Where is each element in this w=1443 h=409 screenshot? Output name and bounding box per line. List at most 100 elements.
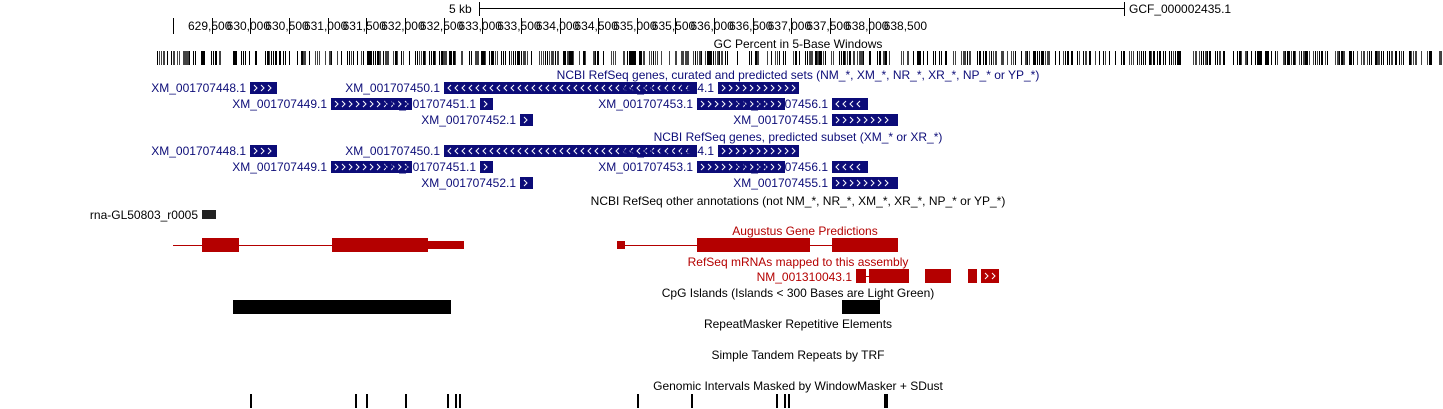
scale-label: 5 kb bbox=[449, 2, 472, 16]
gene-label[interactable]: XM_001707454.1 bbox=[619, 144, 714, 158]
gene-feature[interactable] bbox=[444, 82, 697, 94]
augustus-exon[interactable] bbox=[332, 238, 428, 252]
mrna-exon[interactable] bbox=[856, 269, 866, 283]
masked-interval[interactable] bbox=[405, 394, 407, 408]
ruler-tick bbox=[482, 18, 484, 34]
augustus-exon[interactable] bbox=[697, 238, 810, 252]
refseq-other-title: NCBI RefSeq other annotations (not NM_*,… bbox=[590, 194, 1006, 208]
gene-label[interactable]: XM_001707456.1 bbox=[733, 97, 828, 111]
gene-label[interactable]: XM_001707451.1 bbox=[381, 160, 476, 174]
ruler-tick-label: 638,000 bbox=[845, 19, 889, 33]
gene-label[interactable]: XM_001707450.1 bbox=[345, 144, 440, 158]
strand-chevrons-icon bbox=[721, 147, 796, 155]
masked-interval[interactable] bbox=[366, 394, 368, 408]
strand-chevrons-icon bbox=[334, 163, 409, 171]
gene-label[interactable]: XM_001707455.1 bbox=[733, 113, 828, 127]
gene-label[interactable]: XM_001707449.1 bbox=[232, 160, 327, 174]
gene-label[interactable]: XM_001707456.1 bbox=[733, 160, 828, 174]
rna-feature-label[interactable]: rna-GL50803_r0005 bbox=[89, 208, 198, 222]
strand-chevrons-icon bbox=[483, 100, 488, 108]
gene-feature[interactable] bbox=[697, 161, 785, 173]
gene-feature[interactable] bbox=[250, 82, 277, 94]
rna-feature[interactable] bbox=[202, 210, 216, 219]
mrna-exon[interactable] bbox=[925, 269, 951, 283]
masked-interval[interactable] bbox=[884, 394, 886, 408]
gc-percent-density bbox=[157, 51, 1442, 65]
cpg-island[interactable] bbox=[233, 300, 451, 314]
windowmasker-title: Genomic Intervals Masked by WindowMasker… bbox=[653, 379, 943, 393]
ruler-tick bbox=[520, 18, 522, 34]
gene-feature[interactable] bbox=[832, 177, 898, 189]
strand-chevrons-icon bbox=[523, 179, 528, 187]
strand-chevrons-icon bbox=[483, 163, 488, 171]
masked-interval[interactable] bbox=[250, 394, 252, 408]
gene-label[interactable]: XM_001707451.1 bbox=[381, 97, 476, 111]
gene-feature[interactable] bbox=[444, 145, 697, 157]
ruler-tick-label: 636,500 bbox=[729, 19, 773, 33]
augustus-exon[interactable] bbox=[428, 241, 464, 249]
masked-interval[interactable] bbox=[455, 394, 457, 408]
masked-interval[interactable] bbox=[637, 394, 639, 408]
gene-label[interactable]: XM_001707454.1 bbox=[619, 81, 714, 95]
cpg-title: CpG Islands (Islands < 300 Bases are Lig… bbox=[661, 286, 935, 300]
strand-chevrons-icon bbox=[835, 163, 861, 171]
ruler-tick bbox=[598, 18, 600, 34]
gene-label[interactable]: XM_001707452.1 bbox=[421, 113, 516, 127]
cpg-island[interactable] bbox=[842, 300, 880, 314]
gene-feature[interactable] bbox=[832, 161, 868, 173]
ruler-tick-label: 634,000 bbox=[535, 19, 580, 33]
gene-feature[interactable] bbox=[480, 98, 493, 110]
gene-feature[interactable] bbox=[331, 161, 412, 173]
masked-interval[interactable] bbox=[886, 394, 888, 408]
ruler-tick bbox=[868, 18, 870, 34]
scale-bar-left-cap bbox=[479, 2, 480, 16]
augustus-intron-line[interactable] bbox=[173, 245, 440, 246]
gene-feature[interactable] bbox=[718, 145, 799, 157]
ruler-tick bbox=[559, 18, 561, 34]
repeatmasker-title: RepeatMasker Repetitive Elements bbox=[703, 317, 893, 331]
mrna-label[interactable]: NM_001310043.1 bbox=[756, 270, 852, 284]
gene-label[interactable]: XM_001707455.1 bbox=[733, 176, 828, 190]
gene-label[interactable]: XM_001707449.1 bbox=[232, 97, 327, 111]
masked-interval[interactable] bbox=[355, 394, 357, 408]
gene-label[interactable]: XM_001707448.1 bbox=[151, 144, 246, 158]
mrna-strand-end[interactable] bbox=[981, 269, 999, 283]
gene-feature[interactable] bbox=[250, 145, 277, 157]
gene-label[interactable]: XM_001707450.1 bbox=[345, 81, 440, 95]
strand-chevrons-icon bbox=[253, 84, 272, 92]
gene-feature[interactable] bbox=[718, 82, 799, 94]
ruler-tick bbox=[173, 18, 174, 34]
gene-feature[interactable] bbox=[697, 98, 785, 110]
gene-feature[interactable] bbox=[331, 98, 412, 110]
gene-label[interactable]: XM_001707453.1 bbox=[598, 97, 693, 111]
augustus-exon[interactable] bbox=[202, 238, 239, 252]
masked-interval[interactable] bbox=[691, 394, 693, 408]
masked-interval[interactable] bbox=[788, 394, 790, 408]
gene-feature[interactable] bbox=[832, 114, 898, 126]
mrna-exon[interactable] bbox=[968, 269, 977, 283]
gene-feature[interactable] bbox=[520, 114, 533, 126]
masked-interval[interactable] bbox=[447, 394, 449, 408]
ruler-tick-label: 637,000 bbox=[767, 19, 812, 33]
ruler-tick-label: 631,000 bbox=[303, 19, 348, 33]
augustus-exon[interactable] bbox=[617, 241, 625, 249]
gene-label[interactable]: XM_001707448.1 bbox=[151, 81, 246, 95]
ruler-tick bbox=[250, 18, 252, 34]
ruler-tick bbox=[366, 18, 368, 34]
ruler-tick-label: 630,500 bbox=[265, 19, 309, 33]
strand-chevrons-icon bbox=[334, 100, 409, 108]
gene-label[interactable]: XM_001707453.1 bbox=[598, 160, 693, 174]
ruler-tick-label: 634,500 bbox=[574, 19, 618, 33]
gene-feature[interactable] bbox=[520, 177, 533, 189]
masked-interval[interactable] bbox=[784, 394, 786, 408]
gene-feature[interactable] bbox=[480, 161, 493, 173]
gene-feature[interactable] bbox=[832, 98, 868, 110]
augustus-exon[interactable] bbox=[832, 238, 898, 252]
masked-interval[interactable] bbox=[776, 394, 778, 408]
ruler-tick-label: 633,500 bbox=[497, 19, 541, 33]
mrna-exon[interactable] bbox=[869, 269, 909, 283]
strand-chevrons-icon bbox=[835, 100, 861, 108]
gene-label[interactable]: XM_001707452.1 bbox=[421, 176, 516, 190]
masked-interval[interactable] bbox=[459, 394, 461, 408]
